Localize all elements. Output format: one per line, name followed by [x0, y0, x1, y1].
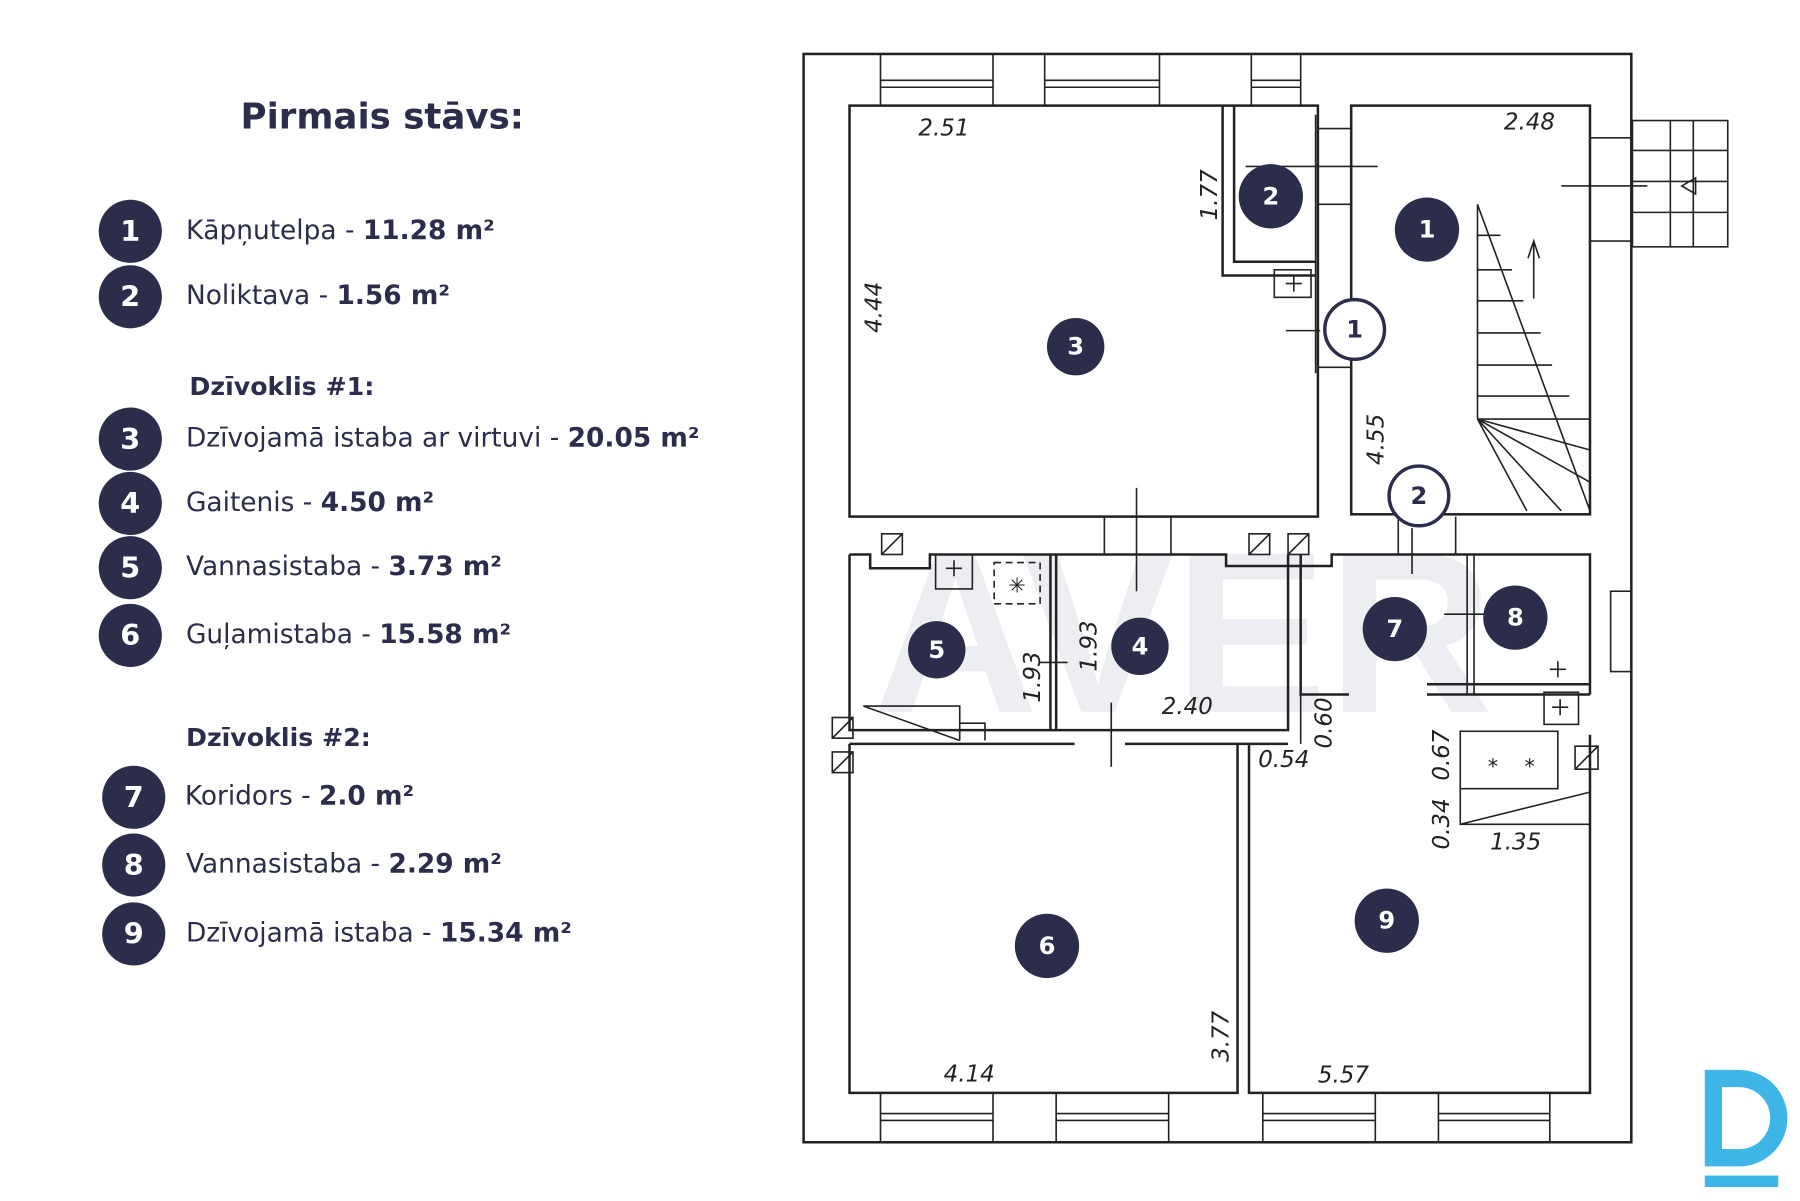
room-name: Vannasistaba - — [185, 849, 389, 880]
room-area: 15.58 m² — [379, 619, 512, 650]
svg-text:4.14: 4.14 — [944, 1061, 995, 1087]
legend-item: 9 Dzīvojamā istaba - 15.34 m² — [102, 901, 572, 965]
room-area: 11.28 m² — [362, 215, 495, 246]
room-marker: 2 — [1262, 182, 1279, 210]
entrance-marker: 2 — [1411, 482, 1428, 510]
room-area: 4.50 m² — [320, 487, 435, 518]
legend-item: 7 Koridors - 2.0 m² — [102, 765, 414, 829]
svg-text:5.57: 5.57 — [1318, 1063, 1370, 1089]
room-number-badge: 9 — [102, 901, 166, 965]
room-name: Guļamistaba - — [185, 619, 380, 650]
room-marker: 1 — [1419, 216, 1436, 244]
svg-text:⁎: ⁎ — [1525, 748, 1535, 772]
room-number-badge: 2 — [98, 264, 162, 328]
room-number-badge: 1 — [98, 199, 162, 263]
room-name: Noliktava - — [185, 281, 337, 312]
svg-text:3.77: 3.77 — [1208, 1010, 1234, 1062]
svg-text:4.44: 4.44 — [862, 282, 888, 333]
svg-text:4.55: 4.55 — [1363, 414, 1389, 465]
room-number-badge: 4 — [98, 471, 162, 535]
brand-logo — [1704, 1069, 1788, 1188]
svg-text:1.93: 1.93 — [1076, 620, 1102, 671]
dimension-labels: 2.51 2.48 1.77 4.44 4.55 1.93 1.93 2.40 … — [862, 110, 1555, 1089]
svg-text:✳: ✳ — [1008, 573, 1025, 597]
room-marker: 7 — [1386, 615, 1403, 643]
room-number-badge: 3 — [98, 406, 162, 471]
svg-text:1.77: 1.77 — [1197, 169, 1223, 221]
legend-item: 8 Vannasistaba - 2.29 m² — [102, 832, 502, 897]
legend-item: 2 Noliktava - 1.56 m² — [98, 264, 450, 328]
svg-text:0.67: 0.67 — [1429, 729, 1455, 781]
entrance-marker: 1 — [1346, 315, 1363, 343]
room-area: 2.0 m² — [319, 781, 415, 812]
room-name: Koridors - — [184, 781, 320, 812]
room-number-badge: 8 — [102, 832, 166, 897]
room-marker: 8 — [1507, 604, 1524, 632]
apartment1-heading: Dzīvoklis #1: — [189, 373, 375, 402]
room-marker: 9 — [1378, 907, 1395, 935]
legend-item: 3 Dzīvojamā istaba ar virtuvi - 20.05 m² — [98, 406, 700, 471]
room-marker: 6 — [1039, 932, 1056, 960]
svg-text:1.93: 1.93 — [1020, 651, 1046, 702]
room-name: Kāpņutelpa - — [185, 215, 363, 246]
room-marker: 5 — [928, 636, 945, 664]
room-number-badge: 7 — [102, 765, 166, 829]
room-markers: 1 2 3 4 5 6 7 8 9 — [908, 164, 1548, 979]
legend-item: 1 Kāpņutelpa - 11.28 m² — [98, 199, 495, 263]
room-area: 1.56 m² — [336, 281, 450, 312]
legend-item: 6 Guļamistaba - 15.58 m² — [98, 603, 512, 667]
svg-text:0.54: 0.54 — [1258, 747, 1309, 773]
room-name: Vannasistaba - — [185, 552, 389, 583]
svg-text:⁎: ⁎ — [1488, 748, 1498, 772]
legend-item: 4 Gaitenis - 4.50 m² — [98, 471, 435, 535]
room-number-badge: 5 — [98, 535, 162, 599]
room-marker: 4 — [1132, 632, 1149, 660]
entrance-markers: 1 2 — [1323, 297, 1451, 528]
svg-text:2.40: 2.40 — [1162, 694, 1213, 720]
walls: ✳ ⁎ ⁎ — [802, 52, 1729, 1144]
room-name: Dzīvojamā istaba - — [185, 918, 440, 949]
svg-text:1.35: 1.35 — [1490, 830, 1541, 856]
svg-text:0.60: 0.60 — [1312, 697, 1338, 748]
room-area: 3.73 m² — [388, 552, 502, 583]
windows — [879, 53, 1551, 1144]
room-marker: 3 — [1067, 333, 1084, 361]
room-number-badge: 6 — [98, 603, 162, 667]
page-title: Pirmais stāvs: — [240, 96, 525, 138]
svg-text:2.51: 2.51 — [918, 115, 969, 141]
legend-item: 5 Vannasistaba - 3.73 m² — [98, 535, 502, 599]
room-area: 20.05 m² — [567, 423, 700, 454]
room-name: Gaitenis - — [185, 487, 321, 518]
svg-text:2.48: 2.48 — [1504, 110, 1555, 136]
apartment2-heading: Dzīvoklis #2: — [185, 724, 371, 754]
svg-text:0.34: 0.34 — [1429, 798, 1455, 849]
room-name: Dzīvojamā istaba ar virtuvi - — [185, 423, 568, 454]
room-area: 2.29 m² — [388, 849, 502, 880]
room-area: 15.34 m² — [439, 918, 572, 949]
